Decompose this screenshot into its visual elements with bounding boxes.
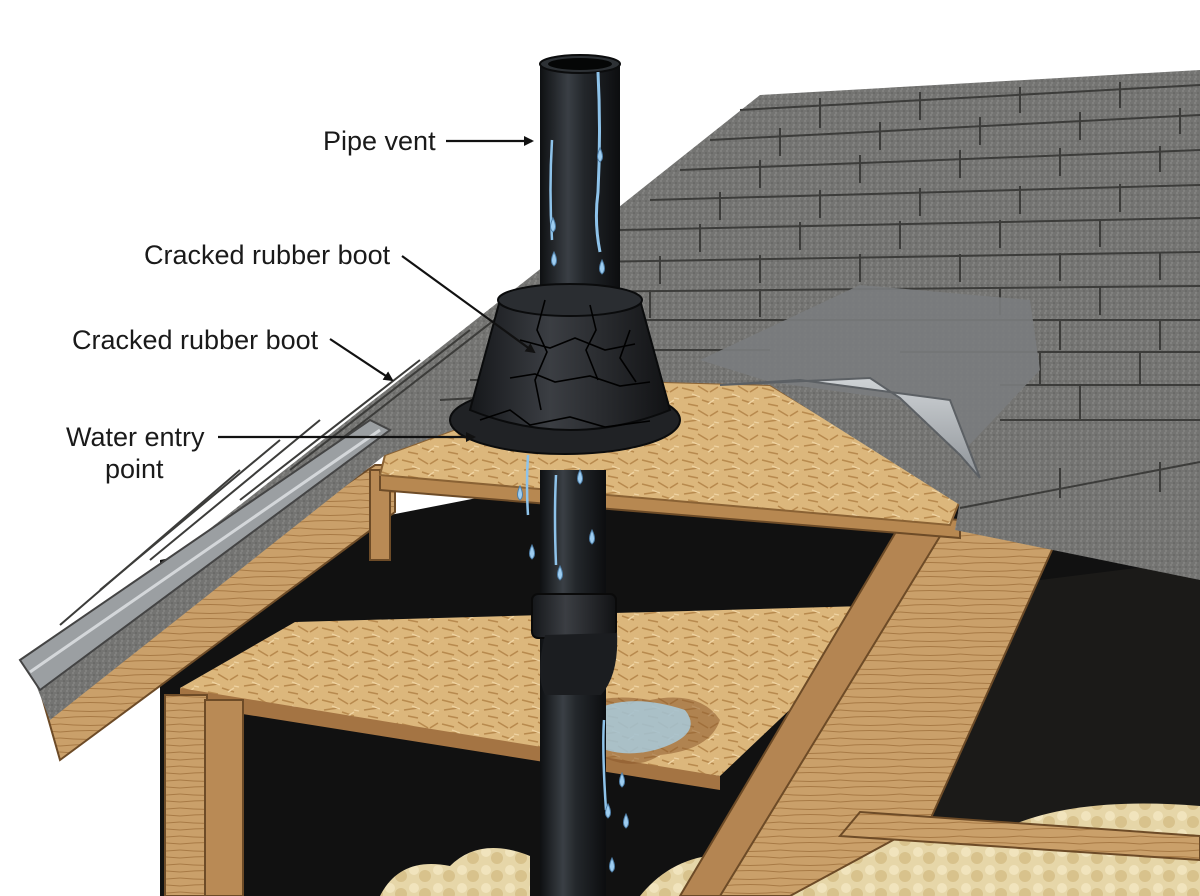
cracked-boot-label-1: Cracked rubber boot	[144, 240, 391, 270]
water-drips	[517, 71, 629, 873]
boot-cracks	[479, 299, 651, 428]
pipe-vent-label: Pipe vent	[323, 126, 436, 156]
vent-pipe-lower	[531, 470, 618, 896]
callout-labels: Pipe vent Cracked rubber boot Cracked ru…	[66, 126, 436, 484]
cracked-boot-1-leader	[401, 255, 536, 354]
flashing	[700, 285, 1040, 479]
roof-shingles	[18, 70, 1200, 720]
rubber-boot	[449, 283, 681, 455]
water-entry-label-line2: point	[105, 454, 164, 484]
water-puddle	[585, 701, 691, 754]
cracked-boot-2-leader	[329, 338, 394, 382]
water-drop-icon	[517, 146, 629, 873]
water-entry-label-line1: Water entry	[66, 422, 205, 452]
cracked-boot-label-2: Cracked rubber boot	[72, 325, 319, 355]
callout-leaders	[218, 136, 536, 442]
insulation	[380, 848, 530, 896]
